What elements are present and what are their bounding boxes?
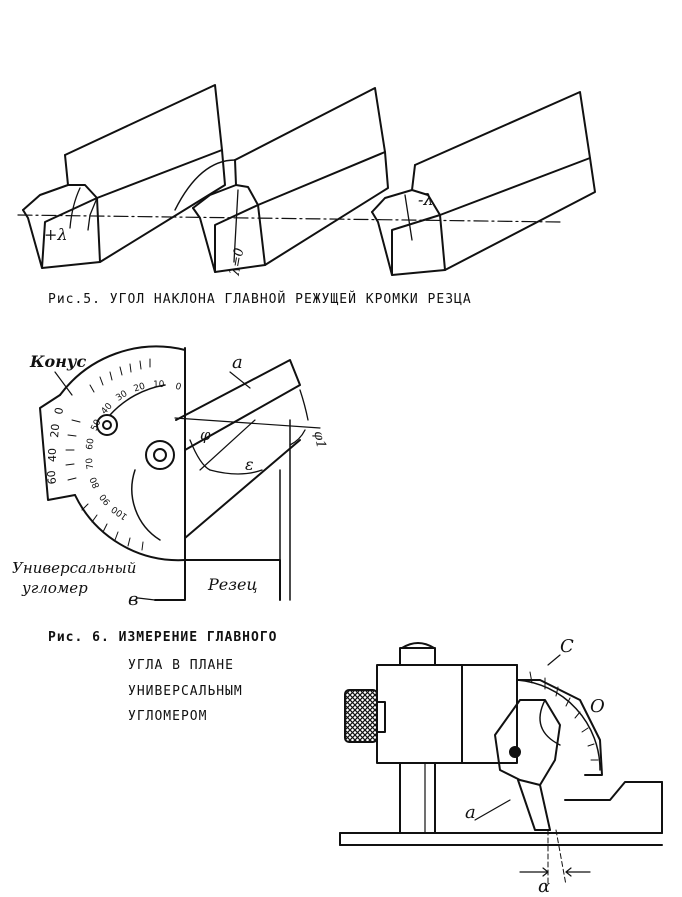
label-epsilon: ε [245,455,254,474]
label-phi: φ [200,426,211,444]
inner-scale-100: 100 [110,503,130,521]
inner-scale-90: 90 [98,491,113,506]
label-cone: Конус [29,352,86,371]
inner-scale-80: 80 [89,475,103,490]
label-plus-lambda: +λ [44,225,68,244]
indicator-device [339,642,663,886]
inner-scale-40: 40 [100,401,115,416]
outer-scale-60: 60 [45,470,59,485]
label-c: С [560,636,574,657]
fig6-caption-line-4: УГЛОМЕРОМ [128,709,208,724]
label-cutter: Резец [207,575,258,594]
inner-scale-70: 70 [85,457,96,470]
cutter-tool-zero-lambda [174,87,389,273]
label-phi1: φ1 [310,430,328,450]
fig6-caption-line-3: УНИВЕРСАЛЬНЫМ [128,684,243,699]
inner-scale-60: 60 [85,437,97,450]
label-universal-1: Универсальный [12,559,136,577]
universal-protractor [39,345,321,601]
label-universal-2: угломер [21,579,88,597]
label-o: О [590,696,605,717]
label-a-pointer: а [465,802,476,823]
label-zero-lambda: λ=0 [228,247,248,278]
outer-scale-40: 40 [46,448,59,462]
outer-scale-0: 0 [52,406,66,415]
inner-scale-10: 10 [153,380,165,390]
label-b: в [128,589,138,610]
inner-scale-50: 50 [90,418,104,433]
fig6-caption-line-2: УГЛА В ПЛАНЕ [128,658,234,673]
inner-scale-0: 0 [174,382,182,393]
label-alpha: α [538,876,550,897]
outer-scale-20: 20 [48,423,62,438]
label-a-rule: а [232,352,243,373]
label-minus-lambda: -λ [418,190,434,209]
inner-scale-20: 20 [133,382,147,395]
cutter-tool-negative-lambda [371,91,596,276]
fig6-caption-line-1: Рис. 6. ИЗМЕРЕНИЕ ГЛАВНОГО [48,630,278,645]
center-line [17,214,561,223]
inner-scale-30: 30 [114,389,129,404]
fig5-caption: Рис.5. УГОЛ НАКЛОНА ГЛАВНОЙ РЕЖУЩЕЙ КРОМ… [48,292,472,307]
